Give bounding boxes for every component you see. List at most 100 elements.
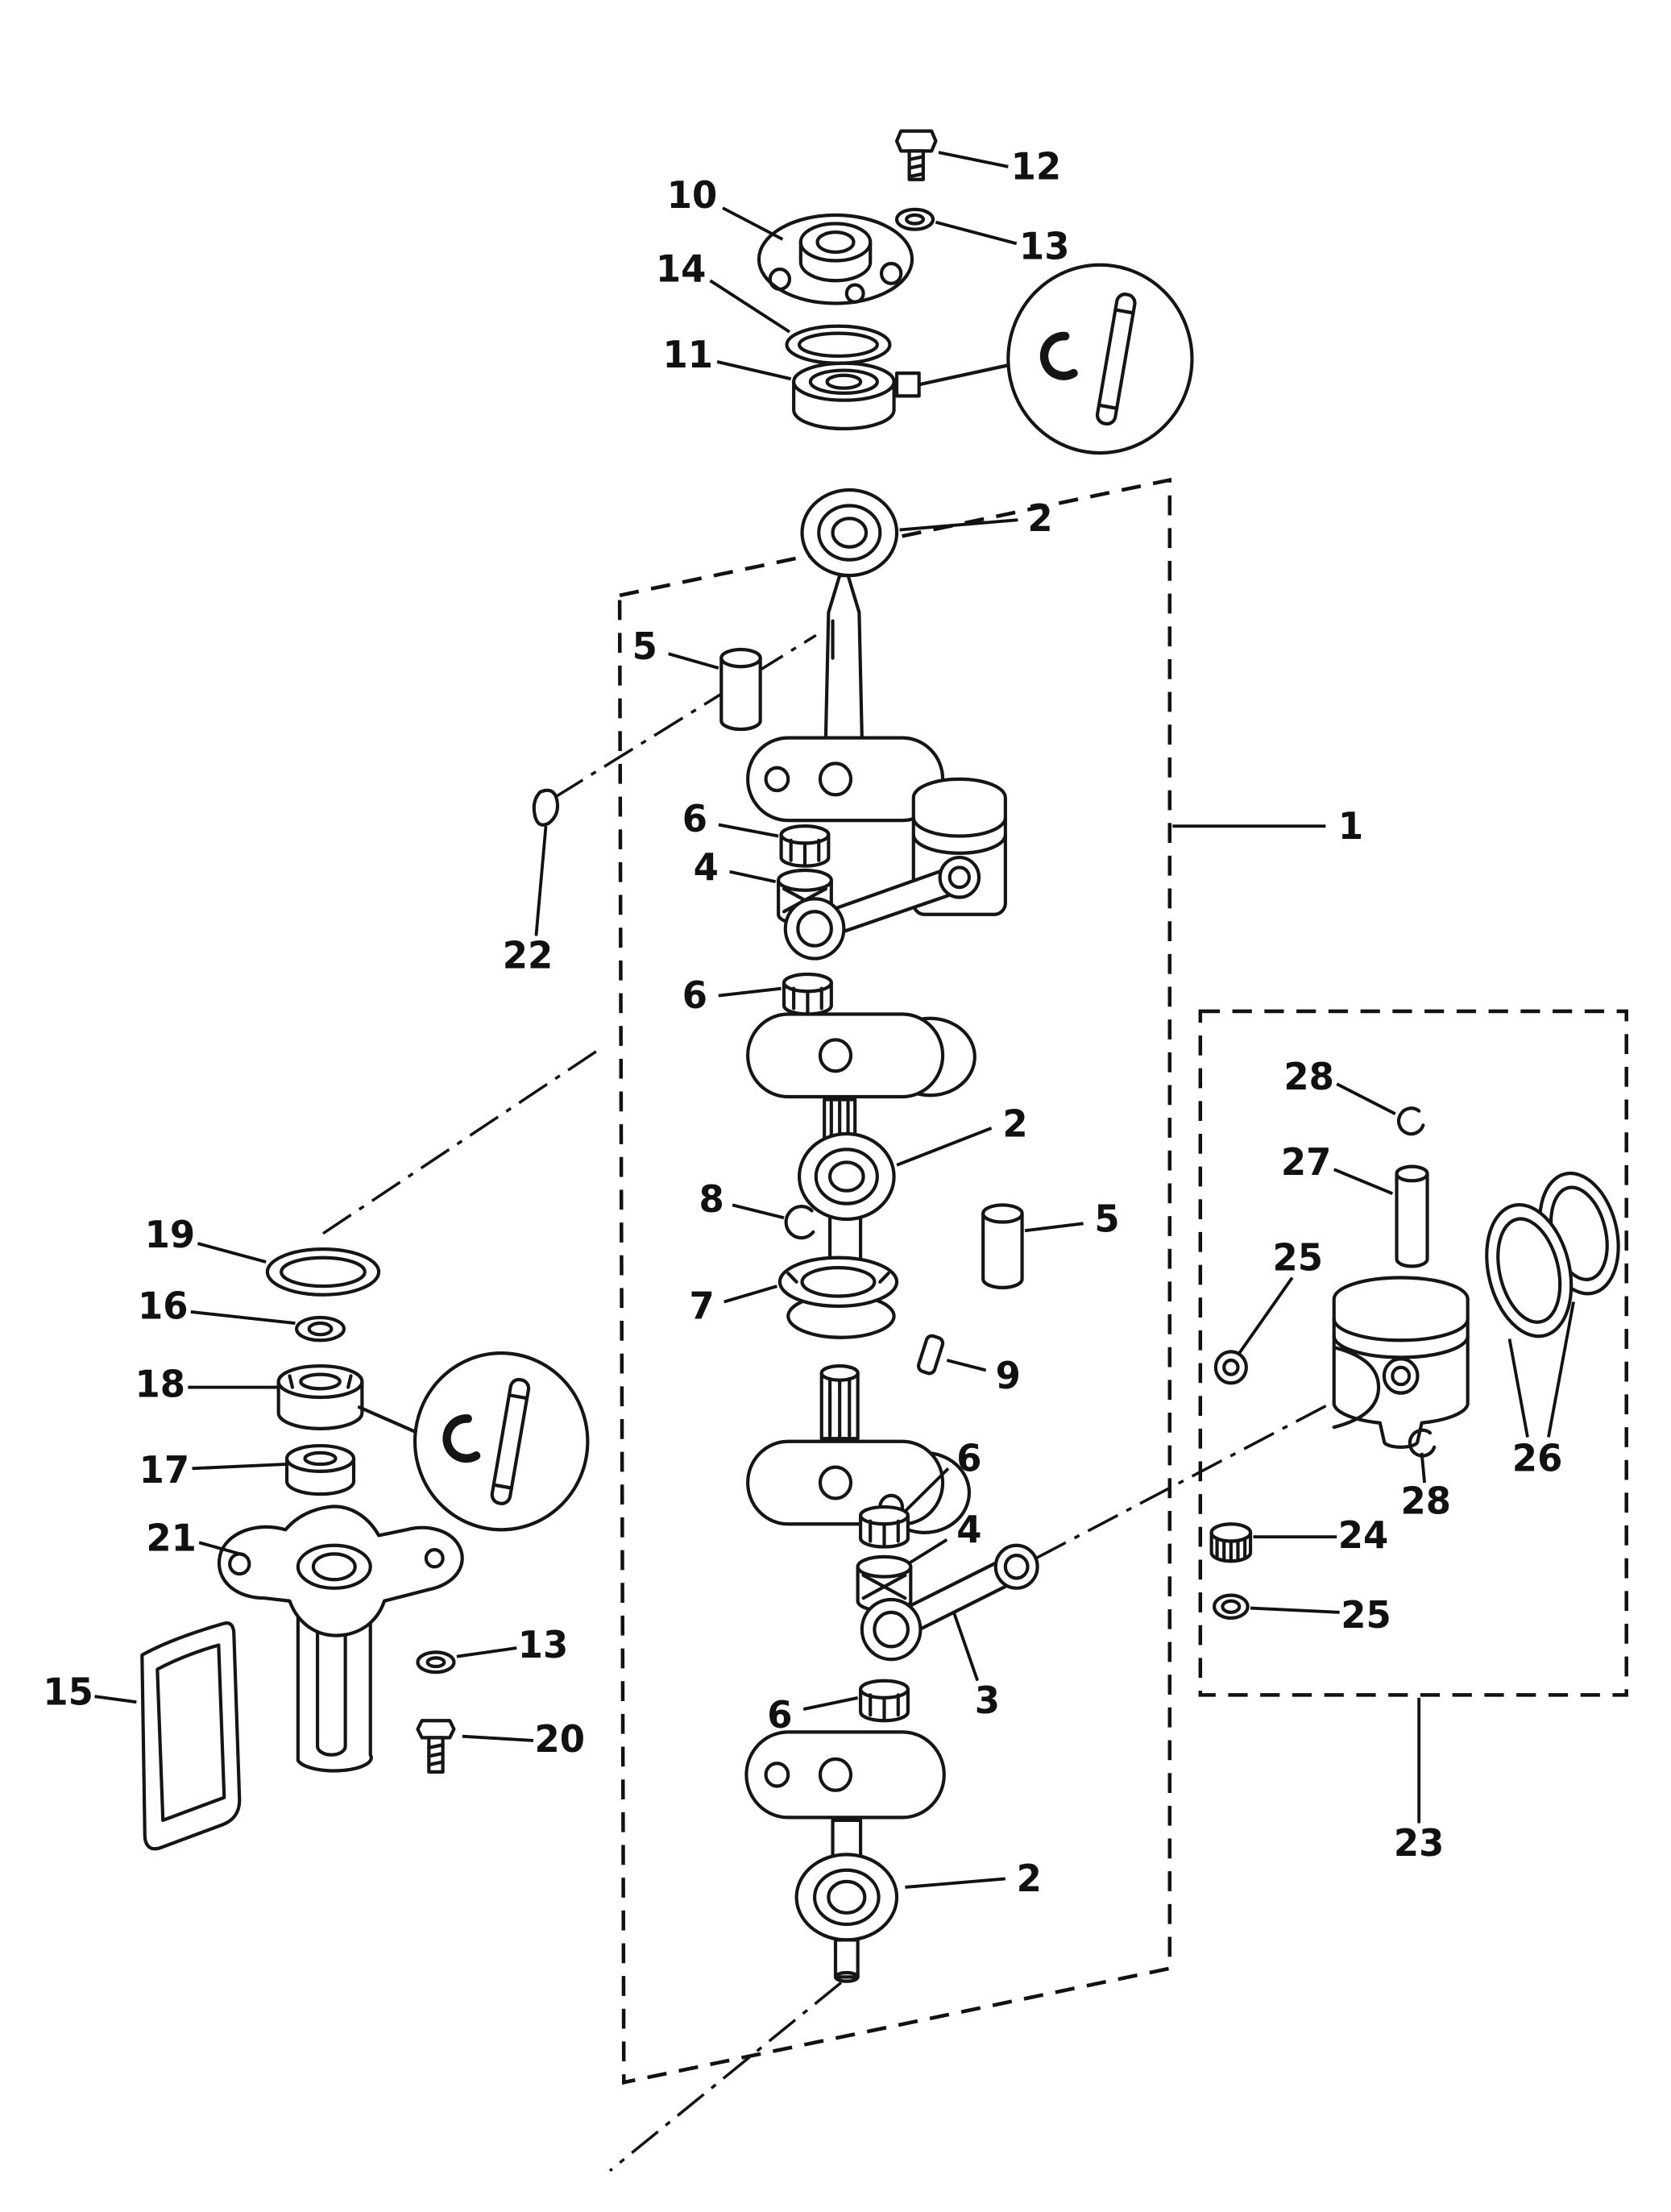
leader-line-16: [190, 1309, 296, 1325]
leader-line-13: [935, 220, 1018, 246]
leader-line-2: [899, 518, 1018, 532]
leader-line-6: [718, 986, 782, 998]
end-cap: [757, 213, 914, 305]
piston: [1332, 1276, 1470, 1449]
callout-28: 28: [1283, 1055, 1334, 1098]
callout-4: 4: [956, 1509, 981, 1552]
leader-line-4: [729, 869, 777, 884]
ball-bearing: [797, 1131, 896, 1222]
callout-24: 24: [1338, 1514, 1389, 1558]
axis-line: [322, 1048, 600, 1235]
leader-line-9: [946, 1359, 987, 1372]
detail-inset: [894, 263, 1194, 455]
needle-bearing: [782, 972, 833, 1016]
callout-3: 3: [975, 1679, 1000, 1723]
connecting-rod-upper: [783, 855, 981, 961]
connecting-rod-lower: [860, 1543, 1039, 1662]
shaft-stub: [833, 1938, 860, 1983]
leader-line-3: [952, 1612, 980, 1682]
axis-line: [608, 1982, 842, 2173]
crankshaft-upper-journal: [823, 573, 864, 740]
o-ring: [265, 1247, 381, 1297]
leader-line-25: [1238, 1276, 1294, 1355]
leader-line-13: [456, 1646, 517, 1658]
callout-7: 7: [689, 1284, 714, 1328]
leader-line-11: [716, 360, 792, 381]
callout-1: 1: [1338, 804, 1363, 848]
callout-4: 4: [694, 846, 719, 890]
axis-line: [1035, 1397, 1341, 1560]
callout-2: 2: [1027, 497, 1052, 541]
needle-bearing: [859, 1679, 910, 1723]
needle-bearing: [779, 824, 831, 868]
woodruff-key: [532, 788, 560, 827]
crankshaft-assembly-boundary: [617, 477, 1172, 2085]
callout-15: 15: [43, 1670, 93, 1714]
callout-12: 12: [1011, 145, 1062, 189]
leader-line-27: [1333, 1168, 1394, 1196]
ball-bearing: [800, 488, 899, 578]
o-ring: [785, 324, 892, 365]
retainer-clip-icon: [1039, 331, 1078, 380]
leader-line-20: [462, 1734, 534, 1742]
callout-6: 6: [767, 1693, 792, 1737]
washer: [295, 1315, 346, 1343]
washer: [1213, 1593, 1250, 1621]
callout-13: 13: [1019, 225, 1070, 268]
callout-21: 21: [146, 1517, 197, 1560]
callout-22: 22: [503, 934, 554, 977]
callout-25: 25: [1273, 1236, 1324, 1280]
callout-19: 19: [145, 1214, 196, 1257]
crank-web: [744, 1730, 946, 1820]
leader-line-4: [906, 1538, 948, 1566]
callout-5: 5: [1094, 1197, 1119, 1241]
callout-26: 26: [1512, 1437, 1563, 1480]
crank-web: [746, 1012, 976, 1099]
callout-27: 27: [1281, 1141, 1332, 1185]
callout-10: 10: [667, 173, 718, 217]
leader-line-28: [1420, 1452, 1426, 1484]
ball-bearing: [276, 1363, 364, 1430]
leader-line-6: [802, 1696, 859, 1711]
leader-line-2: [896, 1127, 993, 1167]
leader-line-21: [198, 1541, 246, 1558]
leader-line-14: [709, 279, 790, 334]
oil-seal: [284, 1443, 356, 1496]
washer: [894, 207, 935, 231]
callout-13: 13: [518, 1624, 569, 1667]
callout-16: 16: [138, 1284, 189, 1328]
callout-2: 2: [1017, 1857, 1042, 1901]
seal-housing: [217, 1504, 464, 1773]
ball-bearing: [794, 1853, 899, 1942]
dowel: [916, 1334, 945, 1376]
crank-web: [746, 736, 945, 823]
circlip: [1408, 1428, 1437, 1458]
leader-line-8: [732, 1203, 785, 1220]
callout-18: 18: [135, 1363, 185, 1406]
leader-line-5: [668, 652, 719, 670]
piston-ring: [1485, 1202, 1574, 1338]
washer: [416, 1650, 456, 1675]
lock-nut: [1209, 1522, 1253, 1563]
callout-20: 20: [535, 1717, 586, 1761]
leader-line-6: [718, 823, 779, 838]
crank-web: [746, 1439, 971, 1535]
leader-line-2: [905, 1877, 1006, 1889]
leader-line-28: [1336, 1082, 1396, 1115]
leader-line-6: [904, 1467, 950, 1513]
callout-17: 17: [139, 1448, 190, 1492]
bolt: [894, 129, 938, 181]
callout-2: 2: [1002, 1102, 1027, 1146]
retaining-clip: [784, 1205, 815, 1240]
callout-6: 6: [682, 974, 707, 1018]
leader-line-17: [192, 1463, 286, 1471]
axis-line: [553, 633, 817, 799]
pin: [981, 1203, 1024, 1289]
cover-plate: [140, 1621, 242, 1851]
seal-bearing: [792, 361, 896, 431]
leader-line-22: [534, 826, 548, 936]
pin: [719, 647, 762, 732]
leader-line-19: [197, 1242, 267, 1264]
